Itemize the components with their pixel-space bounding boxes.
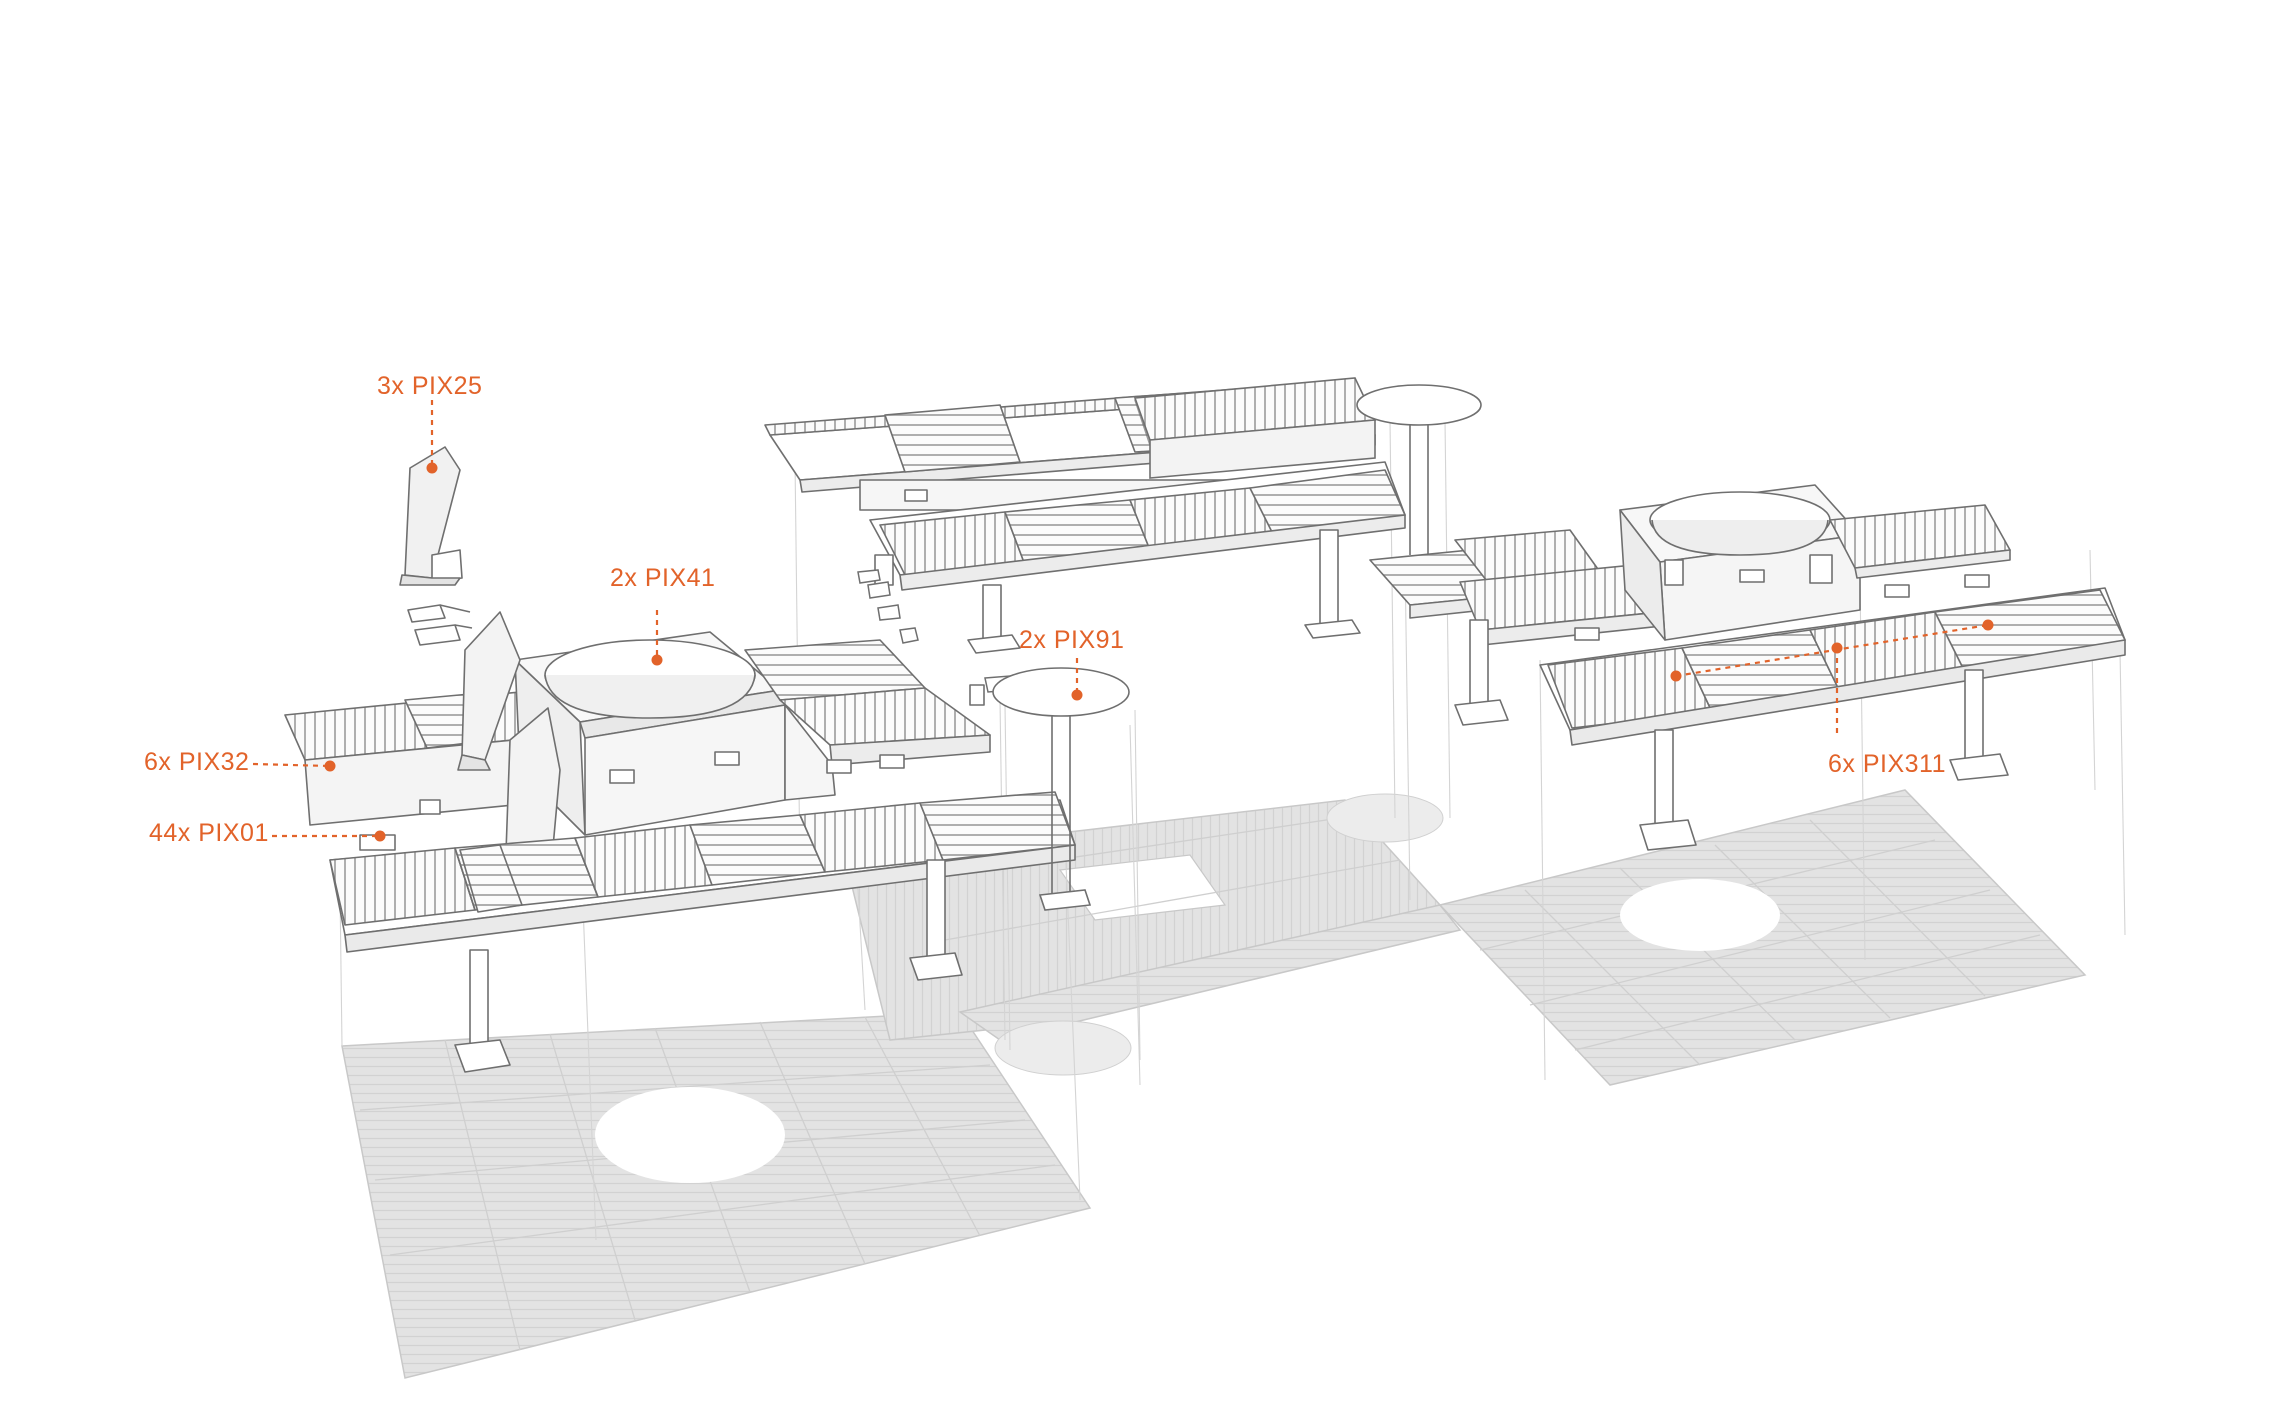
table-shadow-center [994,1020,1132,1076]
floor-zone-right [1438,789,2087,1086]
label-pix25: 3x PIX25 [377,372,483,400]
pillar-table-back [1356,384,1482,555]
bench-left-front [329,791,1076,1073]
pillar-table-center [992,667,1130,911]
label-pix01: 44x PIX01 [149,819,269,847]
bench-back-cabinet [1133,377,1377,479]
floor-zone-bridge [958,904,1462,1041]
label-pix41: 2x PIX41 [610,564,716,592]
callout-leaders [252,400,1989,838]
bench-right-back [1369,529,1701,726]
floor-hole-left [595,1087,785,1183]
floor-hole-right [1620,879,1780,951]
table-shadow-top [1326,793,1444,843]
seat-back-floating [399,446,473,646]
callout-dots [324,462,1994,842]
planter-right [1619,484,1861,641]
seat-back-left-1 [457,611,521,771]
bench-right-front [1539,587,2126,851]
bench-left-right-block [744,639,991,801]
label-pix91: 2x PIX91 [1019,626,1125,654]
floor-zone-left [341,1011,1092,1379]
label-pix311: 6x PIX311 [1828,750,1947,778]
bench-middle-row [869,461,1406,654]
bench-right-side [1829,504,2011,598]
label-pix32: 6x PIX32 [144,748,250,776]
floor-grid [341,789,2087,1379]
